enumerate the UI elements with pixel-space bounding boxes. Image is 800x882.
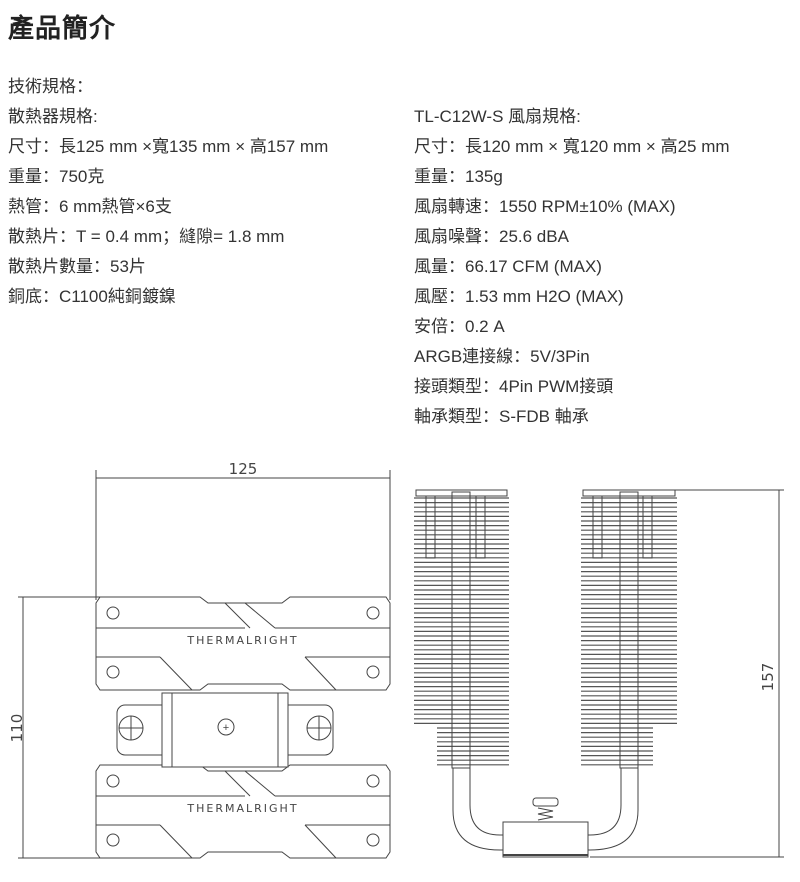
spec-fin-count: 散熱片數量：53片	[8, 257, 146, 276]
fan-clip-screw	[592, 495, 603, 559]
fan-spec-weight: 重量：135g	[414, 167, 503, 186]
heatpipe	[588, 768, 639, 851]
spec-dimensions: 尺寸：長125 mm ×寬135 mm × 高157 mm	[8, 137, 329, 156]
heatpipe	[588, 768, 622, 836]
heatpipe	[452, 768, 503, 851]
fan-spec-pressure: 風壓：1.53 mm H2O (MAX)	[414, 287, 624, 306]
fan-clip-screw	[642, 495, 653, 559]
spring-screw-head	[532, 797, 559, 807]
fan-spec-argb: ARGB連接線：5V/3Pin	[414, 347, 590, 366]
fan-spec-bearing: 軸承類型：S-FDB 軸承	[414, 407, 589, 426]
center-screw-icon: +	[217, 718, 235, 736]
height-label: 157	[759, 663, 777, 692]
fan-heading: TL-C12W-S 風扇規格:	[414, 107, 581, 126]
heatpipe	[619, 491, 639, 769]
heatsink-heading: 散熱器規格:	[8, 107, 98, 126]
copper-base	[502, 821, 589, 858]
mount-hole	[366, 833, 380, 847]
fan-spec-current: 安倍：0.2 A	[414, 317, 505, 336]
fan-spec-noise: 風扇噪聲：25.6 dBA	[414, 227, 569, 246]
mount-hole	[366, 665, 380, 679]
heatpipe	[451, 491, 471, 769]
mount-hole	[366, 606, 380, 620]
fin-plate: THERMALRIGHT	[95, 596, 391, 691]
thermalright-logo: THERMALRIGHT	[186, 634, 298, 647]
fan-spec-airflow: 風量：66.17 CFM (MAX)	[414, 257, 602, 276]
spec-weight: 重量：750克	[8, 167, 105, 186]
width-label: 125	[229, 460, 258, 478]
fan-clip-screw	[475, 495, 486, 559]
spec-heatpipes: 熱管：6 mm熱管×6支	[8, 197, 172, 216]
specs-intro: 技術規格：	[8, 77, 93, 96]
mount-hole	[106, 833, 120, 847]
top-view-drawing: 125 110 THERMALRIGHT THERMALRIGHT +	[8, 460, 391, 859]
heatpipe	[469, 768, 503, 836]
spec-base: 銅底：C1100純銅鍍鎳	[8, 287, 176, 306]
bracket-center	[161, 692, 289, 768]
spring-icon	[537, 807, 554, 821]
fan-clip-screw	[425, 495, 436, 559]
fan-spec-dimensions: 尺寸：長120 mm × 寬120 mm × 高25 mm	[414, 137, 730, 156]
mount-hole	[366, 774, 380, 788]
fin-stack	[414, 489, 509, 769]
svg-text:+: +	[223, 722, 229, 734]
page-title: 產品簡介	[8, 13, 117, 43]
screw-icon	[118, 715, 144, 741]
screw-icon	[306, 715, 332, 741]
mount-hole	[106, 774, 120, 788]
heatsink-specs: 技術規格： 散熱器規格: 尺寸：長125 mm ×寬135 mm × 高157 …	[8, 72, 328, 312]
mount-hole	[106, 606, 120, 620]
fan-spec-connector: 接頭類型：4Pin PWM接頭	[414, 377, 614, 396]
fin-plate: THERMALRIGHT	[95, 764, 391, 859]
thermalright-logo: THERMALRIGHT	[186, 802, 298, 815]
fan-specs: TL-C12W-S 風扇規格: 尺寸：長120 mm × 寬120 mm × 高…	[414, 102, 730, 432]
mount-hole	[106, 665, 120, 679]
fin-stack	[581, 489, 677, 769]
side-view-drawing: 157	[414, 489, 784, 858]
spec-fins: 散熱片：T = 0.4 mm；縫隙= 1.8 mm	[8, 227, 285, 246]
fan-spec-speed: 風扇轉速：1550 RPM±10% (MAX)	[414, 197, 676, 216]
depth-label: 110	[8, 714, 26, 743]
